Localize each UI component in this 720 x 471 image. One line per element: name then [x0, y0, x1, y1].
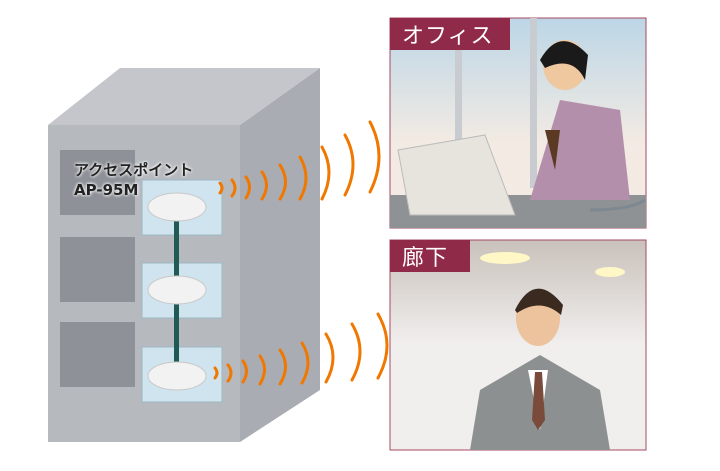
office-label: オフィス — [390, 18, 510, 50]
corridor-label: 廊下 — [390, 240, 470, 272]
corridor-scene — [389, 239, 647, 451]
access-point-label: アクセスポイント AP-95M — [74, 160, 193, 200]
access-point-label-line1: アクセスポイント — [74, 161, 194, 179]
access-point-model: AP-95M — [74, 181, 139, 199]
access-point-devices — [147, 192, 207, 391]
office-scene — [389, 17, 647, 229]
building — [48, 68, 320, 442]
